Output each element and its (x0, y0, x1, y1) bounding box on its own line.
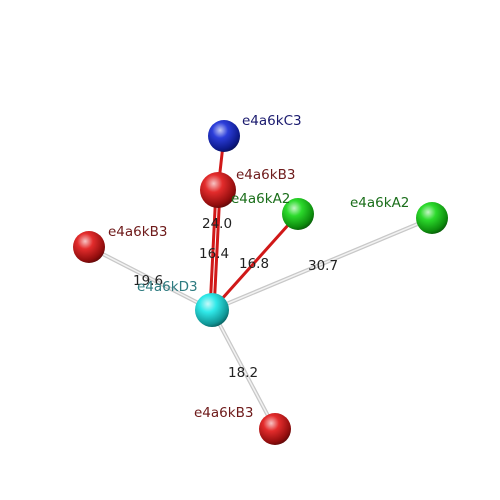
bond-highlight (88, 246, 213, 311)
bond-highlight (211, 217, 433, 311)
atom-red-bottom (259, 413, 291, 445)
distance-label: 19.6 (133, 273, 163, 289)
bond-red_mid-center (208, 188, 218, 312)
atom-red-mid (200, 172, 236, 208)
distance-label: 30.7 (308, 258, 338, 274)
atom-blue-top (208, 120, 240, 152)
atom-labels-layer: e4a6kD3 e4a6kC3 e4a6kB3 e4a6kA2 e4a6kA2 e4a6k… (108, 113, 409, 421)
atom-label: e4a6kD3 (137, 279, 198, 295)
atom-center (195, 293, 229, 327)
atom-label: e4a6kB3 (236, 167, 295, 183)
atoms-layer (73, 120, 448, 445)
bond-green_mid-center (210, 212, 300, 312)
distance-label: 18.2 (228, 365, 258, 381)
atom-label: e4a6kA2 (231, 191, 290, 207)
atom-label: e4a6kB3 (108, 224, 167, 240)
distance-label: 24.0 (202, 216, 232, 232)
atom-red-left (73, 231, 105, 263)
atom-label: e4a6kA2 (350, 195, 409, 211)
bonds-layer (87, 134, 434, 431)
atom-label: e4a6kC3 (242, 113, 302, 129)
distance-labels-layer: 24.0 16.4 16.8 30.7 19.6 18.2 (133, 216, 338, 381)
atom-green-mid (282, 198, 314, 230)
atom-label: e4a6kB3 (194, 405, 253, 421)
bond-red_mid-center (212, 188, 222, 312)
atom-green-right (416, 202, 448, 234)
distance-label: 16.4 (199, 246, 229, 262)
distance-label: 16.8 (239, 256, 269, 272)
bond-highlight (211, 309, 276, 430)
